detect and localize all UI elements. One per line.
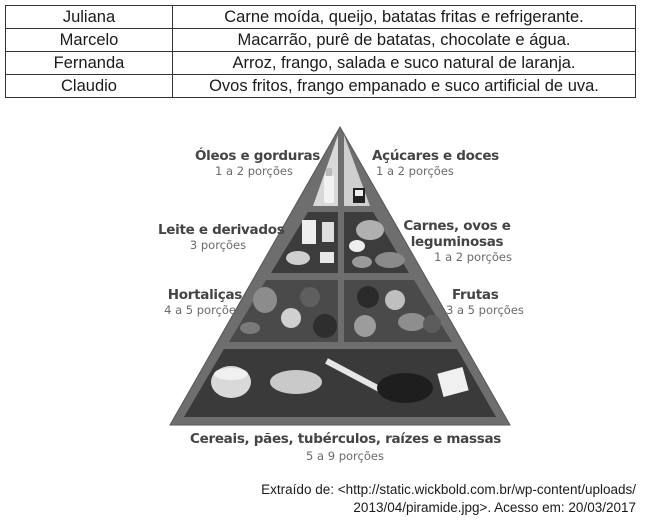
table-row: Marcelo Macarrão, purê de batatas, choco… <box>5 28 636 52</box>
vegetables-icon <box>240 287 337 338</box>
candy-icon <box>353 188 365 203</box>
fruits-title: Frutas <box>452 287 499 303</box>
meal-description: Carne moída, queijo, batatas fritas e re… <box>172 5 636 29</box>
sugars-label: Açúcares e doces 1 a 2 porções <box>372 148 499 178</box>
sugars-title: Açúcares e doces <box>372 148 499 164</box>
source-line-1: Extraído de: <http://static.wickbold.com… <box>261 482 636 497</box>
cereals-title: Cereais, pães, tubérculos, raízes e mass… <box>190 431 501 447</box>
vegetables-portions: 4 a 5 porções <box>164 303 242 317</box>
dairy-title: Leite e derivados <box>158 222 285 238</box>
meal-table: Juliana Carne moída, queijo, batatas fri… <box>5 5 636 98</box>
fruits-icon <box>354 286 441 337</box>
cereals-label: Cereais, pães, tubérculos, raízes e mass… <box>190 431 501 463</box>
cereals-icon <box>211 358 469 403</box>
table-row: Claudio Ovos fritos, frango empanado e s… <box>5 74 636 98</box>
cereals-portions: 5 a 9 porções <box>306 449 384 463</box>
meats-portions: 1 a 2 porções <box>434 250 512 264</box>
bottle-icon <box>324 168 334 203</box>
oils-portions: 1 a 2 porções <box>215 164 293 178</box>
fruits-portions: 3 a 5 porções <box>446 303 524 317</box>
meal-description: Ovos fritos, frango empanado e suco arti… <box>172 74 636 98</box>
person-name: Juliana <box>5 5 173 29</box>
meat-icon <box>349 220 405 268</box>
meats-title-line2: leguminosas <box>410 234 504 250</box>
source-line-2: 2013/04/piramide.jpg>. Acesso em: 20/03/… <box>353 500 636 515</box>
meal-description: Macarrão, purê de batatas, chocolate e á… <box>172 28 636 52</box>
dairy-label: Leite e derivados 3 porções <box>158 222 285 252</box>
fruits-label: Frutas 3 a 5 porções <box>446 287 536 317</box>
meats-label: Carnes, ovos e leguminosas 1 a 2 porções <box>402 218 512 264</box>
person-name: Claudio <box>5 74 173 98</box>
oils-label: Óleos e gorduras 1 a 2 porções <box>195 148 320 178</box>
vegetables-label: Hortaliças 4 a 5 porções <box>146 287 242 317</box>
milk-glass-icon <box>286 220 334 265</box>
dairy-portions: 3 porções <box>189 238 247 252</box>
table-row: Fernanda Arroz, frango, salada e suco na… <box>5 51 636 75</box>
source-citation: Extraído de: <http://static.wickbold.com… <box>261 481 636 517</box>
table-row: Juliana Carne moída, queijo, batatas fri… <box>5 5 636 29</box>
meats-title-line1: Carnes, ovos e <box>403 218 511 234</box>
vegetables-title: Hortaliças <box>167 287 243 303</box>
sugars-portions: 1 a 2 porções <box>376 164 454 178</box>
meal-description: Arroz, frango, salada e suco natural de … <box>172 51 636 75</box>
oils-title: Óleos e gorduras <box>195 148 320 164</box>
